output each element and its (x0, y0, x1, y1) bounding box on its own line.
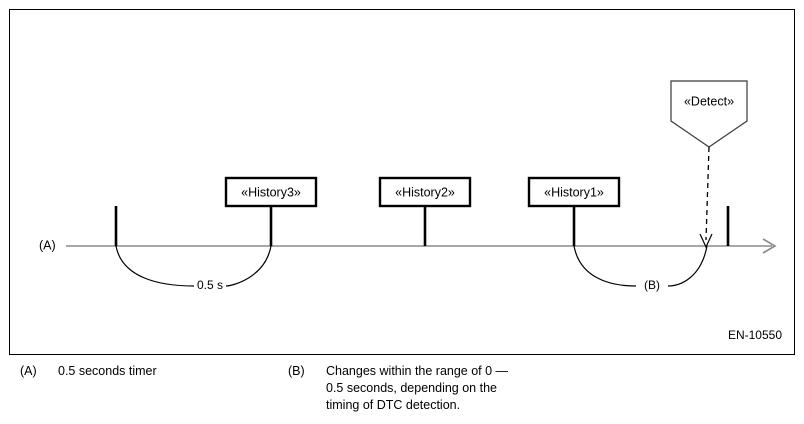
axis-label-a: (A) (39, 238, 56, 252)
legend-text-b: Changes within the range of 0 — 0.5 seco… (326, 364, 509, 412)
detect-callout-shape[interactable] (670, 80, 748, 148)
timeline-arrowhead (762, 238, 777, 254)
legend-marker-a: (A) (20, 364, 37, 378)
figure-code: EN-10550 (728, 328, 782, 342)
legend-item-a: (A) 0.5 seconds timer (20, 363, 157, 380)
detect-leader-arrowhead (699, 233, 713, 249)
detect-label: «Detect» (684, 94, 734, 108)
event-label-history3: «History3» (241, 185, 301, 199)
event-label-history2: «History2» (395, 185, 455, 199)
detect-leader-line (705, 146, 710, 241)
event-box-history3[interactable] (224, 176, 318, 208)
dimension-arc-right-b (667, 245, 708, 287)
dimension-label-05s: 0.5 s (197, 278, 223, 292)
legend-marker-b: (B) (288, 364, 305, 378)
dimension-arc-left-b (573, 245, 637, 287)
event-box-history2[interactable] (378, 176, 472, 208)
legend-item-b: (B) Changes within the range of 0 — 0.5 … (288, 363, 508, 414)
event-box-history1[interactable] (527, 176, 621, 208)
dimension-arc-right-05s (225, 245, 272, 287)
dimension-arc-left-05s (115, 245, 195, 287)
timing-diagram: (A) «History3» «History2» «History1» «De… (39, 80, 782, 342)
dimension-label-b: (B) (644, 278, 660, 292)
legend-text-a: 0.5 seconds timer (58, 364, 157, 378)
legend: (A) 0.5 seconds timer (B) Changes within… (0, 358, 804, 424)
diagram-panel: (A) «History3» «History2» «History1» «De… (9, 9, 795, 355)
event-label-history1: «History1» (544, 185, 604, 199)
